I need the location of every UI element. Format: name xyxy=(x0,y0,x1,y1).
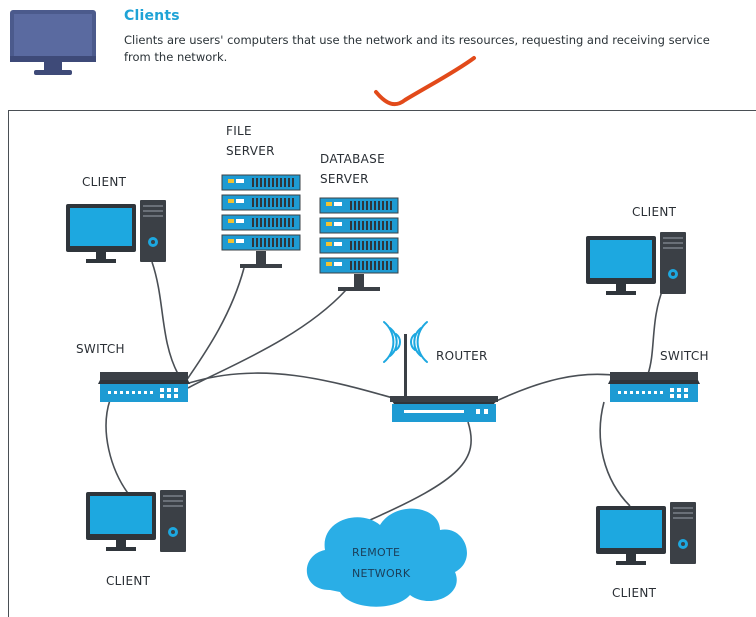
remote-network-label-1: REMOTE xyxy=(352,546,400,559)
remote-network-label-2: NETWORK xyxy=(352,567,411,580)
monitor-icon xyxy=(10,10,96,75)
switch-left xyxy=(98,372,190,402)
description-line-1: Clients are users' computers that use th… xyxy=(124,33,710,47)
file-server-label-1: FILE xyxy=(226,124,252,138)
client-top-left xyxy=(66,200,166,263)
router-label: ROUTER xyxy=(436,349,488,363)
database-server xyxy=(320,198,398,291)
router xyxy=(383,321,498,422)
file-server-label-2: SERVER xyxy=(226,144,275,158)
database-server-label-1: DATABASE xyxy=(320,152,385,166)
file-server xyxy=(222,175,300,268)
client-top-left-label: CLIENT xyxy=(82,175,127,189)
switch-right-label: SWITCH xyxy=(660,349,709,363)
page-description: Clients are users' computers that use th… xyxy=(124,32,756,66)
client-top-right xyxy=(586,232,686,295)
remote-network-cloud xyxy=(306,508,467,607)
database-server-label-2: SERVER xyxy=(320,172,369,186)
page-title: Clients xyxy=(124,8,180,24)
client-bottom-right-label: CLIENT xyxy=(612,586,657,600)
switch-right xyxy=(608,372,700,402)
switch-left-label: SWITCH xyxy=(76,342,125,356)
description-line-2: from the network. xyxy=(124,50,228,64)
diagram-frame xyxy=(8,110,756,617)
client-bottom-left xyxy=(86,490,186,552)
wifi-signal-icon xyxy=(383,321,428,363)
checkmark-annotation xyxy=(374,56,476,107)
client-bottom-left-label: CLIENT xyxy=(106,574,151,588)
client-bottom-right xyxy=(596,502,696,565)
client-top-right-label: CLIENT xyxy=(632,205,677,219)
cables xyxy=(105,261,665,521)
